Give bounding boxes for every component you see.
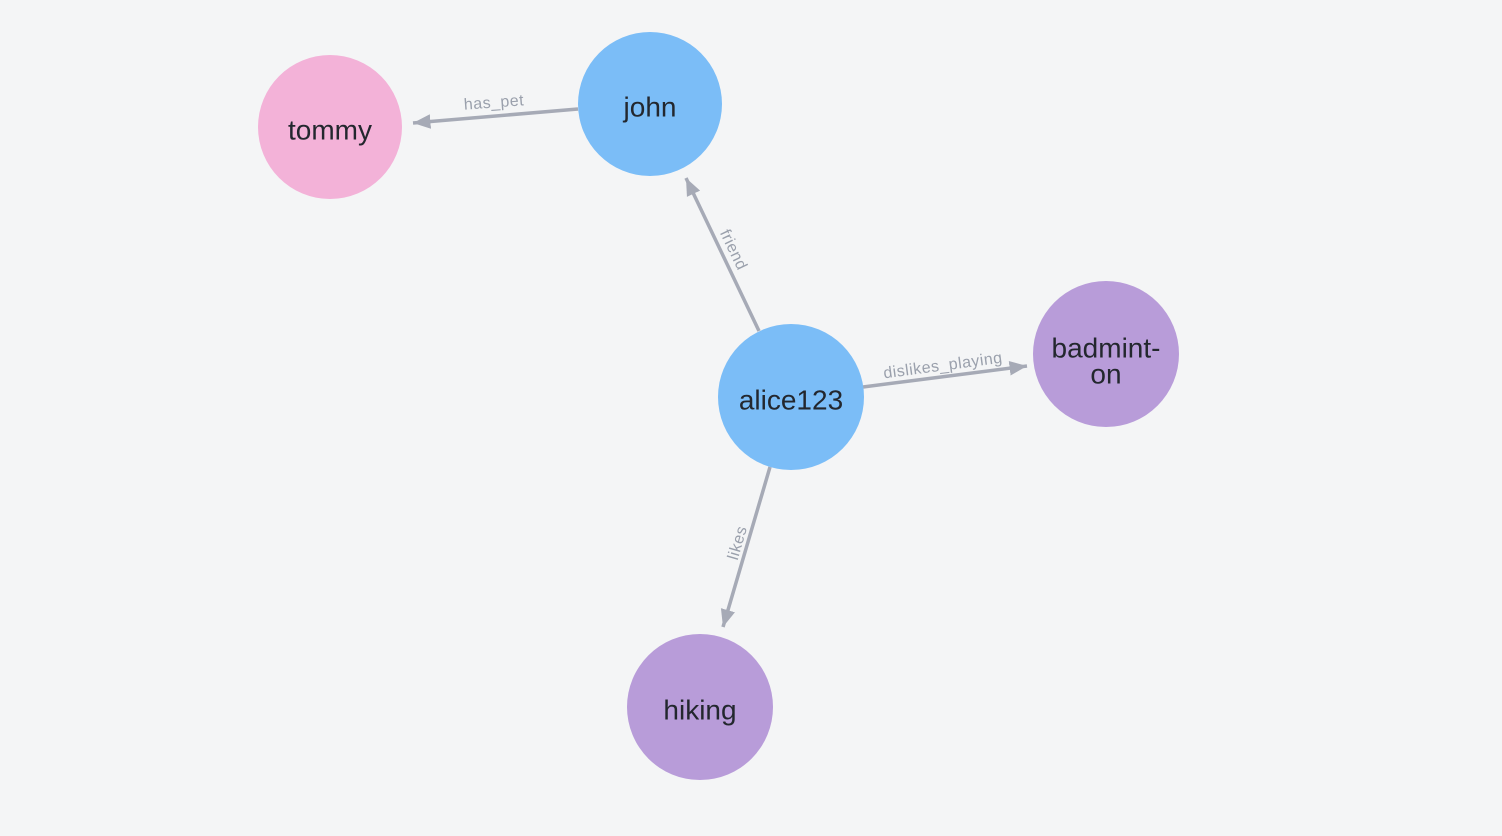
node-tommy-circle[interactable]: [258, 55, 402, 199]
node-badminton-label-line2: on: [1090, 359, 1121, 390]
node-alice123-label: alice123: [739, 385, 843, 416]
node-john-label: john: [623, 92, 677, 123]
node-hiking-circle[interactable]: [627, 634, 773, 780]
node-alice123[interactable]: alice123: [718, 324, 864, 470]
node-badminton[interactable]: badmint- on: [1033, 281, 1179, 427]
edge-line-dislikes-playing[interactable]: [862, 360, 1028, 389]
node-hiking[interactable]: hiking: [627, 634, 773, 780]
node-john-circle[interactable]: [578, 32, 722, 176]
node-hiking-label: hiking: [663, 695, 736, 726]
node-tommy[interactable]: tommy: [258, 55, 402, 199]
edge-john-has-pet-tommy[interactable]: has_pet: [412, 92, 579, 129]
node-badminton-label-line1: badmint-: [1052, 333, 1161, 364]
node-tommy-label: tommy: [288, 115, 372, 146]
edge-line-likes[interactable]: [720, 466, 772, 628]
node-alice123-circle[interactable]: [718, 324, 864, 470]
edge-label-has-pet[interactable]: has_pet: [463, 92, 525, 113]
node-john[interactable]: john: [578, 32, 722, 176]
edge-line-has-pet[interactable]: [412, 107, 579, 129]
node-badminton-circle[interactable]: [1033, 281, 1179, 427]
edge-line-friend[interactable]: [684, 177, 761, 332]
